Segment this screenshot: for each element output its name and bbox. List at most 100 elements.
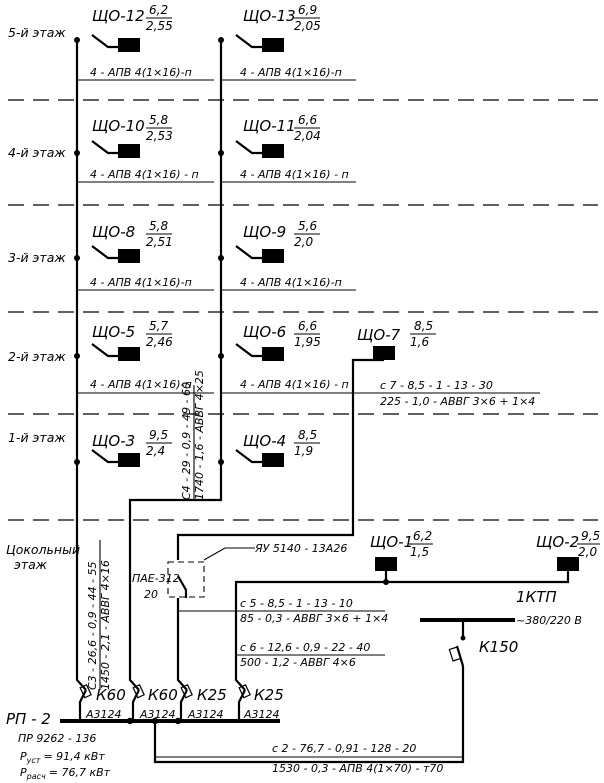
panel-load-current: 2,0 [578, 545, 597, 559]
switch-box: ЯУ 5140 - 13А26 ПАЕ-312 20 [132, 542, 347, 691]
panel-load-kw: 6,6 [298, 113, 317, 127]
cable-label: 4 - АПВ 4(1×16) - п [240, 168, 349, 181]
panel-label: ЩО-2 [536, 533, 579, 551]
cable-label: с 5 - 8,5 - 1 - 13 - 10 [240, 597, 353, 610]
panel-load-current: 1,5 [410, 545, 429, 559]
panel-label: ЩО-8 [92, 223, 135, 241]
breaker-type: А3124 [243, 708, 280, 721]
cable-label: 4 - АПВ 4(1×16)-п [240, 66, 342, 79]
rp-calculated-power: Pрасч= 76,7 кВт [20, 766, 111, 781]
feeder-shcho-2 [386, 571, 570, 584]
floor-label-2: 2-й этаж [8, 349, 66, 364]
floor-label-basement-2: этаж [14, 557, 48, 572]
cable-label: с 7 - 8,5 - 1 - 13 - 30 [380, 379, 493, 392]
cable-label: 4 - АПВ 4(1×16)-п [90, 378, 192, 391]
panel-load-kw: 6,2 [149, 3, 168, 17]
breaker-label: К25 [197, 686, 227, 704]
panel-load-kw: 8,5 [298, 428, 317, 442]
panel-load-kw: 6,6 [298, 319, 317, 333]
panel-label: ЩО-5 [92, 323, 135, 341]
left-riser [74, 37, 87, 691]
cable-label: 1530 - 0,3 - АПВ 4(1×70) - т70 [272, 762, 443, 775]
cable-label: 1740 - 1,6 - АВВГ 4×25 [193, 370, 206, 500]
cable-label: 225 - 1,0 - АВВГ 3×6 + 1×4 [380, 395, 535, 408]
floor-label-5: 5-й этаж [8, 25, 66, 40]
box-label: ЯУ 5140 - 13А26 [254, 542, 347, 555]
distribution-board: К60 К60 К25 К25 А3124 А3124 А3124 А3124 … [6, 683, 284, 781]
panel-label: ЩО-3 [92, 432, 135, 450]
cable-label: 4 - АПВ 4(1×16) - п [240, 378, 349, 391]
feeder-shcho-7 [176, 358, 384, 560]
panel-label: ЩО-1 [370, 533, 413, 551]
cable-label: 1450 - 2,1 - АВВГ 4×16 [99, 560, 112, 690]
cable-label: 500 - 1,2 - АВВГ 4×6 [240, 656, 356, 669]
panel-label: ЩО-10 [92, 117, 145, 135]
cable-label: 4 - АПВ 4(1×16) - п [90, 168, 199, 181]
panel-box-shcho-1 [375, 557, 397, 571]
panel-load-current: 2,46 [146, 335, 173, 349]
rp-installed-power: Pуст= 91,4 кВт [20, 750, 105, 765]
cable-label: С3 - 26,6 - 0,9 - 44 - 55 [86, 561, 99, 690]
panel-label: ЩО-6 [243, 323, 286, 341]
cable-annotations: 4 - АПВ 4(1×16)-п 4 - АПВ 4(1×16)-п 4 - … [77, 66, 540, 408]
cable-label: с 2 - 76,7 - 0,91 - 128 - 20 [272, 742, 416, 755]
panel-label: ЩО-9 [243, 223, 286, 241]
panel-label: ЩО-4 [243, 432, 286, 450]
panel-load-current: 1,95 [294, 335, 321, 349]
panel-load-current: 2,04 [294, 129, 321, 143]
breaker-type: А3124 [85, 708, 122, 721]
transformer-station: 1КТП ~380/220 В К150 [153, 588, 582, 764]
ktp-label: 1КТП [516, 588, 557, 606]
cable-label: 4 - АПВ 4(1×16)-п [90, 66, 192, 79]
cable-label: с 6 - 12,6 - 0,9 - 22 - 40 [240, 641, 370, 654]
ktp-breaker-label: К150 [479, 638, 518, 656]
panel-load-kw: 5,8 [149, 113, 168, 127]
panel-label: ЩО-12 [92, 7, 145, 25]
panel-load-current: 2,51 [146, 235, 173, 249]
panel-load-kw: 9,5 [149, 428, 168, 442]
panel-label: ЩО-13 [243, 7, 296, 25]
panel-label: ЩО-11 [243, 117, 296, 135]
panel-load-kw: 6,2 [413, 529, 432, 543]
panel-label: ЩО-7 [357, 326, 401, 344]
left-panel-switches [91, 34, 140, 467]
floor-label-4: 4-й этаж [8, 145, 66, 160]
box-switch-label: ПАЕ-312 [132, 572, 180, 585]
panel-load-kw: 8,5 [414, 319, 433, 333]
panel-load-kw: 5,8 [149, 219, 168, 233]
panel-box-shcho-7 [373, 346, 395, 360]
breaker-label: К25 [254, 686, 284, 704]
floor-label-1: 1-й этаж [8, 430, 66, 445]
ktp-voltage: ~380/220 В [516, 614, 582, 627]
rp-label: РП - 2 [6, 710, 51, 728]
breaker-label: К60 [96, 686, 126, 704]
panel-load-current: 1,9 [294, 444, 313, 458]
cable-label: 85 - 0,3 - АВВГ 3×6 + 1×4 [240, 612, 388, 625]
panel-load-current: 2,0 [294, 235, 313, 249]
cable-label: 4 - АПВ 4(1×16)-п [90, 276, 192, 289]
panel-load-current: 2,53 [146, 129, 173, 143]
cable-label: 4 - АПВ 4(1×16)-п [240, 276, 342, 289]
panel-labels: ЩО-12 6,2 2,55 ЩО-13 6,9 2,05 ЩО-10 5,8 … [92, 3, 600, 559]
panel-load-kw: 5,6 [298, 219, 317, 233]
floor-label-3: 3-й этаж [8, 250, 66, 265]
breaker-type: А3124 [187, 708, 224, 721]
middle-riser [128, 37, 224, 691]
cable-label: С4 - 29 - 0,9 - 49 - 60 [180, 382, 193, 500]
feeder-shcho-1 [234, 571, 388, 691]
floor-label-basement-1: Цокольный [6, 542, 80, 557]
panel-load-current: 1,6 [410, 335, 429, 349]
panel-load-current: 2,4 [146, 444, 165, 458]
box-rating-label: 20 [144, 588, 158, 601]
panel-load-current: 2,55 [146, 19, 173, 33]
breaker-type: А3124 [139, 708, 176, 721]
panel-load-current: 2,05 [294, 19, 321, 33]
panel-load-kw: 6,9 [298, 3, 317, 17]
basement-cable-annotations: с 5 - 8,5 - 1 - 13 - 10 85 - 0,3 - АВВГ … [178, 597, 388, 669]
panel-load-kw: 5,7 [149, 319, 168, 333]
vertical-cable-annotations: С3 - 26,6 - 0,9 - 44 - 55 1450 - 2,1 - А… [86, 370, 206, 690]
rp-model: ПР 9262 - 136 [18, 732, 96, 745]
breaker-label: К60 [148, 686, 178, 704]
